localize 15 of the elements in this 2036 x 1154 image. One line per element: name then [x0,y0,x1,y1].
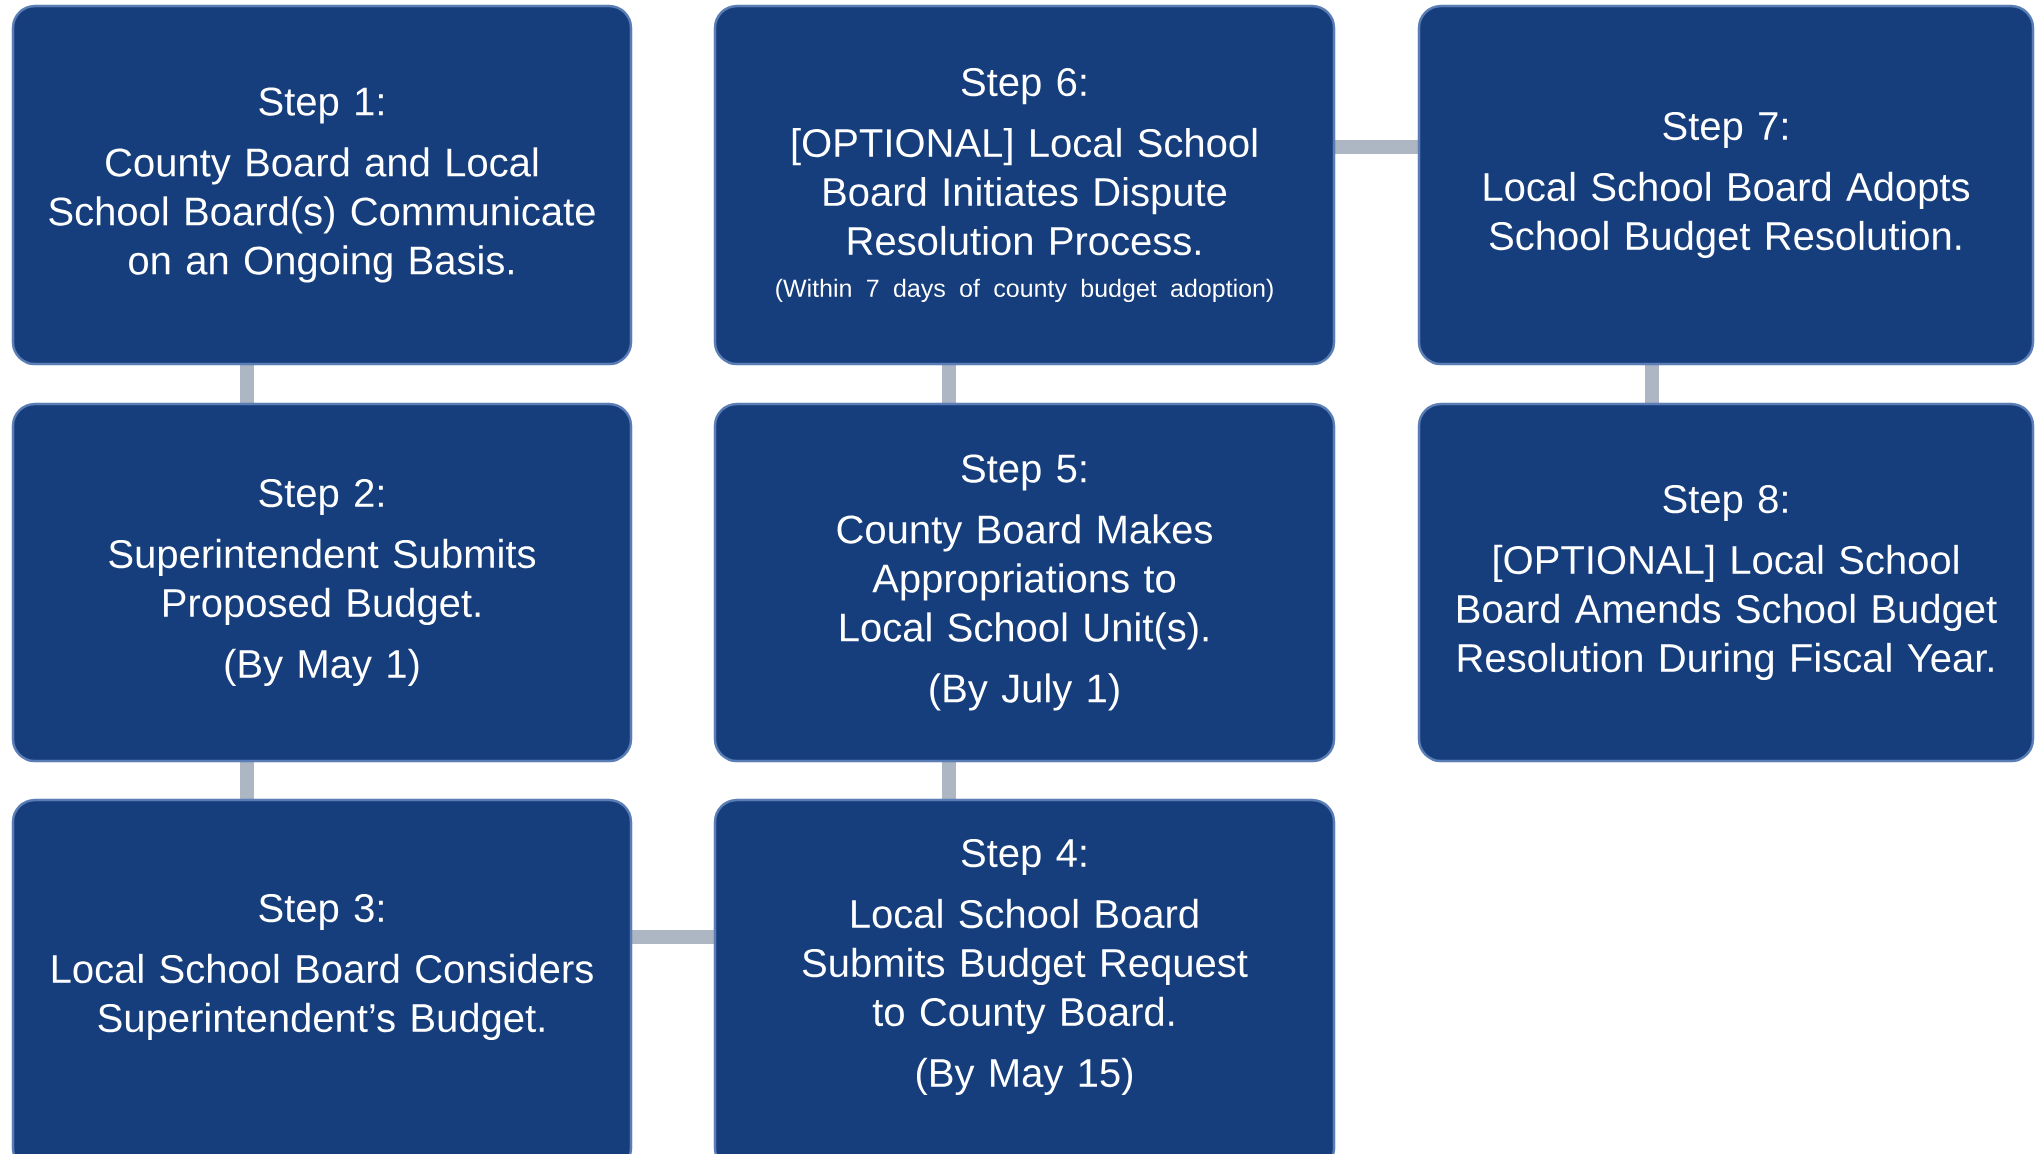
step-box: Step 4: Local School Board Submits Budget Request to County Board. (By May 15) [713,798,1336,1154]
step-box: Step 5: County Board Makes Appropriations to Local School Unit(s). (By July 1) [713,402,1336,763]
step-box: Step 3: Local School Board Considers Superintendent’s Budget. [11,798,633,1154]
connector-bar [1645,364,1659,404]
step-box: Step 7: Local School Board Adopts School Budget Resolution. [1417,4,2035,366]
connector-bar [1334,140,1419,154]
step-box: Step 6: [OPTIONAL] Local School Board Initiates Dispute Resolution Process. (Within 7 days of county budget adoption) [713,4,1336,366]
step-box: Step 8: [OPTIONAL] Local School Board Amends School Budget Resolution During Fiscal Year. [1417,402,2035,763]
step-box: Step 2: Superintendent Submits Proposed Budget. (By May 1) [11,402,633,763]
connector-bar [942,364,956,404]
connector-bar [240,761,254,800]
connector-bar [240,364,254,404]
connector-bar [942,761,956,800]
connector-bar [631,930,715,944]
step-box: Step 1: County Board and Local School Board(s) Communicate on an Ongoing Basis. [11,4,633,366]
